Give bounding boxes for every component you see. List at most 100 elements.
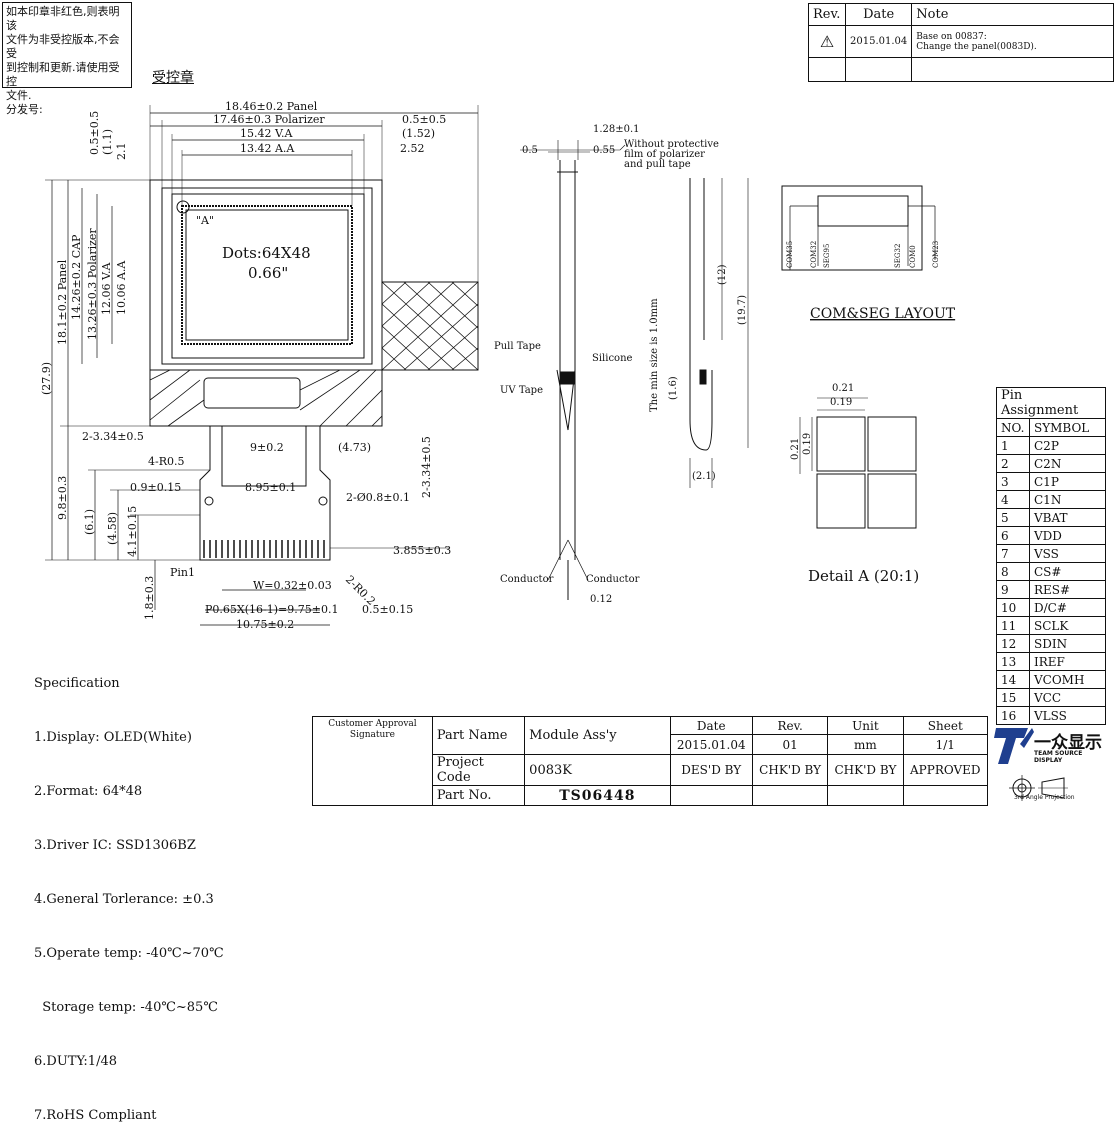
dim-2-334-right: 2-3.34±0.5 bbox=[420, 436, 433, 498]
dim-top-offset: 0.5±0.5 bbox=[402, 113, 446, 126]
dim-252: 2.52 bbox=[400, 142, 425, 155]
dim-152: (1.52) bbox=[402, 127, 435, 140]
dim-polarizer-width: 17.46±0.3 Polarizer bbox=[213, 113, 325, 126]
com23-label: COM23 bbox=[932, 241, 940, 268]
active-area bbox=[181, 205, 353, 345]
pin-symbol: VDD bbox=[1029, 526, 1106, 545]
customer-approval-label: Customer Approval bbox=[328, 719, 417, 729]
dim-r05: 4-R0.5 bbox=[148, 455, 185, 468]
dim-total-height: (27.9) bbox=[40, 362, 53, 395]
project-code-label: Project Code bbox=[431, 754, 526, 786]
spec-line: 6.DUTY:1/48 bbox=[34, 1054, 118, 1069]
dim-polarizer-height: 13.26±0.3 Polarizer bbox=[86, 228, 99, 340]
pin-symbol: CS# bbox=[1029, 562, 1106, 581]
pin-no: 4 bbox=[996, 490, 1030, 509]
rev-note-line: Change the panel(0083D). bbox=[916, 41, 1037, 52]
notice-line: 到控制和更新.请使用受控 bbox=[6, 61, 120, 88]
polarizer-outline bbox=[161, 187, 373, 365]
checked-by-1: CHK'D BY bbox=[751, 754, 829, 786]
rev-date: 2015.01.04 bbox=[844, 25, 913, 58]
pin1-label: Pin1 bbox=[170, 566, 195, 579]
va-outline bbox=[171, 193, 365, 359]
pin-no: 10 bbox=[996, 598, 1030, 617]
customer-approval: Customer Approval Signature bbox=[312, 716, 433, 806]
signature-label: Signature bbox=[349, 730, 395, 740]
unit-value: mm bbox=[827, 734, 904, 755]
dim-2-334: 2-3.34±0.5 bbox=[82, 430, 144, 443]
approved-by: APPROVED bbox=[902, 754, 989, 786]
date-header: Date bbox=[844, 3, 913, 26]
project-code-value: 0083K bbox=[524, 754, 671, 786]
pin-symbol: D/C# bbox=[1029, 598, 1106, 617]
notice-line: 如本印章非红色,则表明该 bbox=[6, 5, 120, 32]
date-value: 2015.01.04 bbox=[669, 734, 753, 755]
dim-98: 9.8±0.3 bbox=[56, 476, 69, 520]
dim-895: 8.95±0.1 bbox=[245, 481, 296, 494]
detail-dim-021-h: 0.21 bbox=[832, 383, 854, 394]
pin-table-title: Pin Assignment bbox=[996, 387, 1106, 419]
pin-no: 15 bbox=[996, 688, 1030, 707]
dim-pitch: P0.65X(16-1)=9.75±0.1 bbox=[205, 603, 338, 616]
pin-no: 14 bbox=[996, 670, 1030, 689]
seg95-label: SEG95 bbox=[823, 244, 831, 268]
uv-tape-label: UV Tape bbox=[500, 385, 543, 396]
spec-title: Specification bbox=[34, 676, 120, 691]
pin-symbol: RES# bbox=[1029, 580, 1106, 599]
pin-symbol: IREF bbox=[1029, 652, 1106, 671]
com-seg-outline bbox=[781, 185, 923, 271]
detail-a-marker bbox=[176, 200, 190, 214]
checked-by-2: CHK'D BY bbox=[827, 754, 904, 786]
pin-no: 13 bbox=[996, 652, 1030, 671]
dim-41: 4.1±0.15 bbox=[126, 506, 139, 557]
side-dim-05: 0.5 bbox=[522, 145, 538, 156]
company-logo: 一众显示 TEAM SOURCE DISPLAY 3rd Angle Proje… bbox=[994, 724, 1112, 804]
detail-dim-019-v: 0.19 bbox=[802, 433, 813, 455]
pin-no: 7 bbox=[996, 544, 1030, 563]
seg32-label: SEG32 bbox=[894, 244, 902, 268]
title-block: Customer Approval Signature Part Name Mo… bbox=[312, 716, 989, 806]
dim-aa-width: 13.42 A.A bbox=[240, 142, 295, 155]
pin-no: 16 bbox=[996, 706, 1030, 725]
spec-line: 1.Display: OLED(White) bbox=[34, 730, 192, 745]
dim-aa-height: 10.06 A.A bbox=[115, 260, 128, 315]
designed-by: DES'D BY bbox=[669, 754, 753, 786]
mount-hole-left bbox=[204, 496, 214, 506]
com35-label: COM35 bbox=[786, 241, 794, 268]
part-no-value: TS06448 bbox=[524, 785, 671, 806]
pin-no: 2 bbox=[996, 454, 1030, 473]
pin-no: 11 bbox=[996, 616, 1030, 635]
sheet-header: Sheet bbox=[902, 716, 989, 735]
pin-no: 8 bbox=[996, 562, 1030, 581]
unit-header: Unit bbox=[827, 716, 904, 735]
dim-panel-height: 18.1±0.2 Panel bbox=[56, 259, 69, 345]
side-dim-21: (2.1) bbox=[692, 471, 716, 482]
pin-symbol: C1N bbox=[1029, 490, 1106, 509]
tsd-logo-icon bbox=[994, 728, 1068, 801]
mount-hole-right bbox=[318, 496, 328, 506]
spec-line: Storage temp: -40℃~85℃ bbox=[34, 1000, 218, 1015]
active-area-inner bbox=[185, 209, 349, 341]
side-dim-12: (12) bbox=[717, 264, 728, 285]
dim-cap-height: 14.26±0.2 CAP bbox=[70, 234, 83, 320]
notice-line: 文件为非受控版本,不会受 bbox=[6, 33, 120, 60]
dim-1075: 10.75±0.2 bbox=[236, 618, 294, 631]
dim-458: (4.58) bbox=[106, 512, 119, 545]
side-dim-128: 1.28±0.1 bbox=[593, 124, 640, 135]
part-name-value: Module Ass'y bbox=[524, 716, 671, 755]
date-header: Date bbox=[669, 716, 753, 735]
controlled-stamp: 受控章 bbox=[152, 70, 194, 86]
dim-05-015: 0.5±0.15 bbox=[362, 603, 413, 616]
projection-label: 3rd Angle Projection bbox=[1014, 794, 1075, 801]
pin-symbol: SCLK bbox=[1029, 616, 1106, 635]
dim-473: (4.73) bbox=[338, 441, 371, 454]
dim-9: 9±0.2 bbox=[250, 441, 284, 454]
